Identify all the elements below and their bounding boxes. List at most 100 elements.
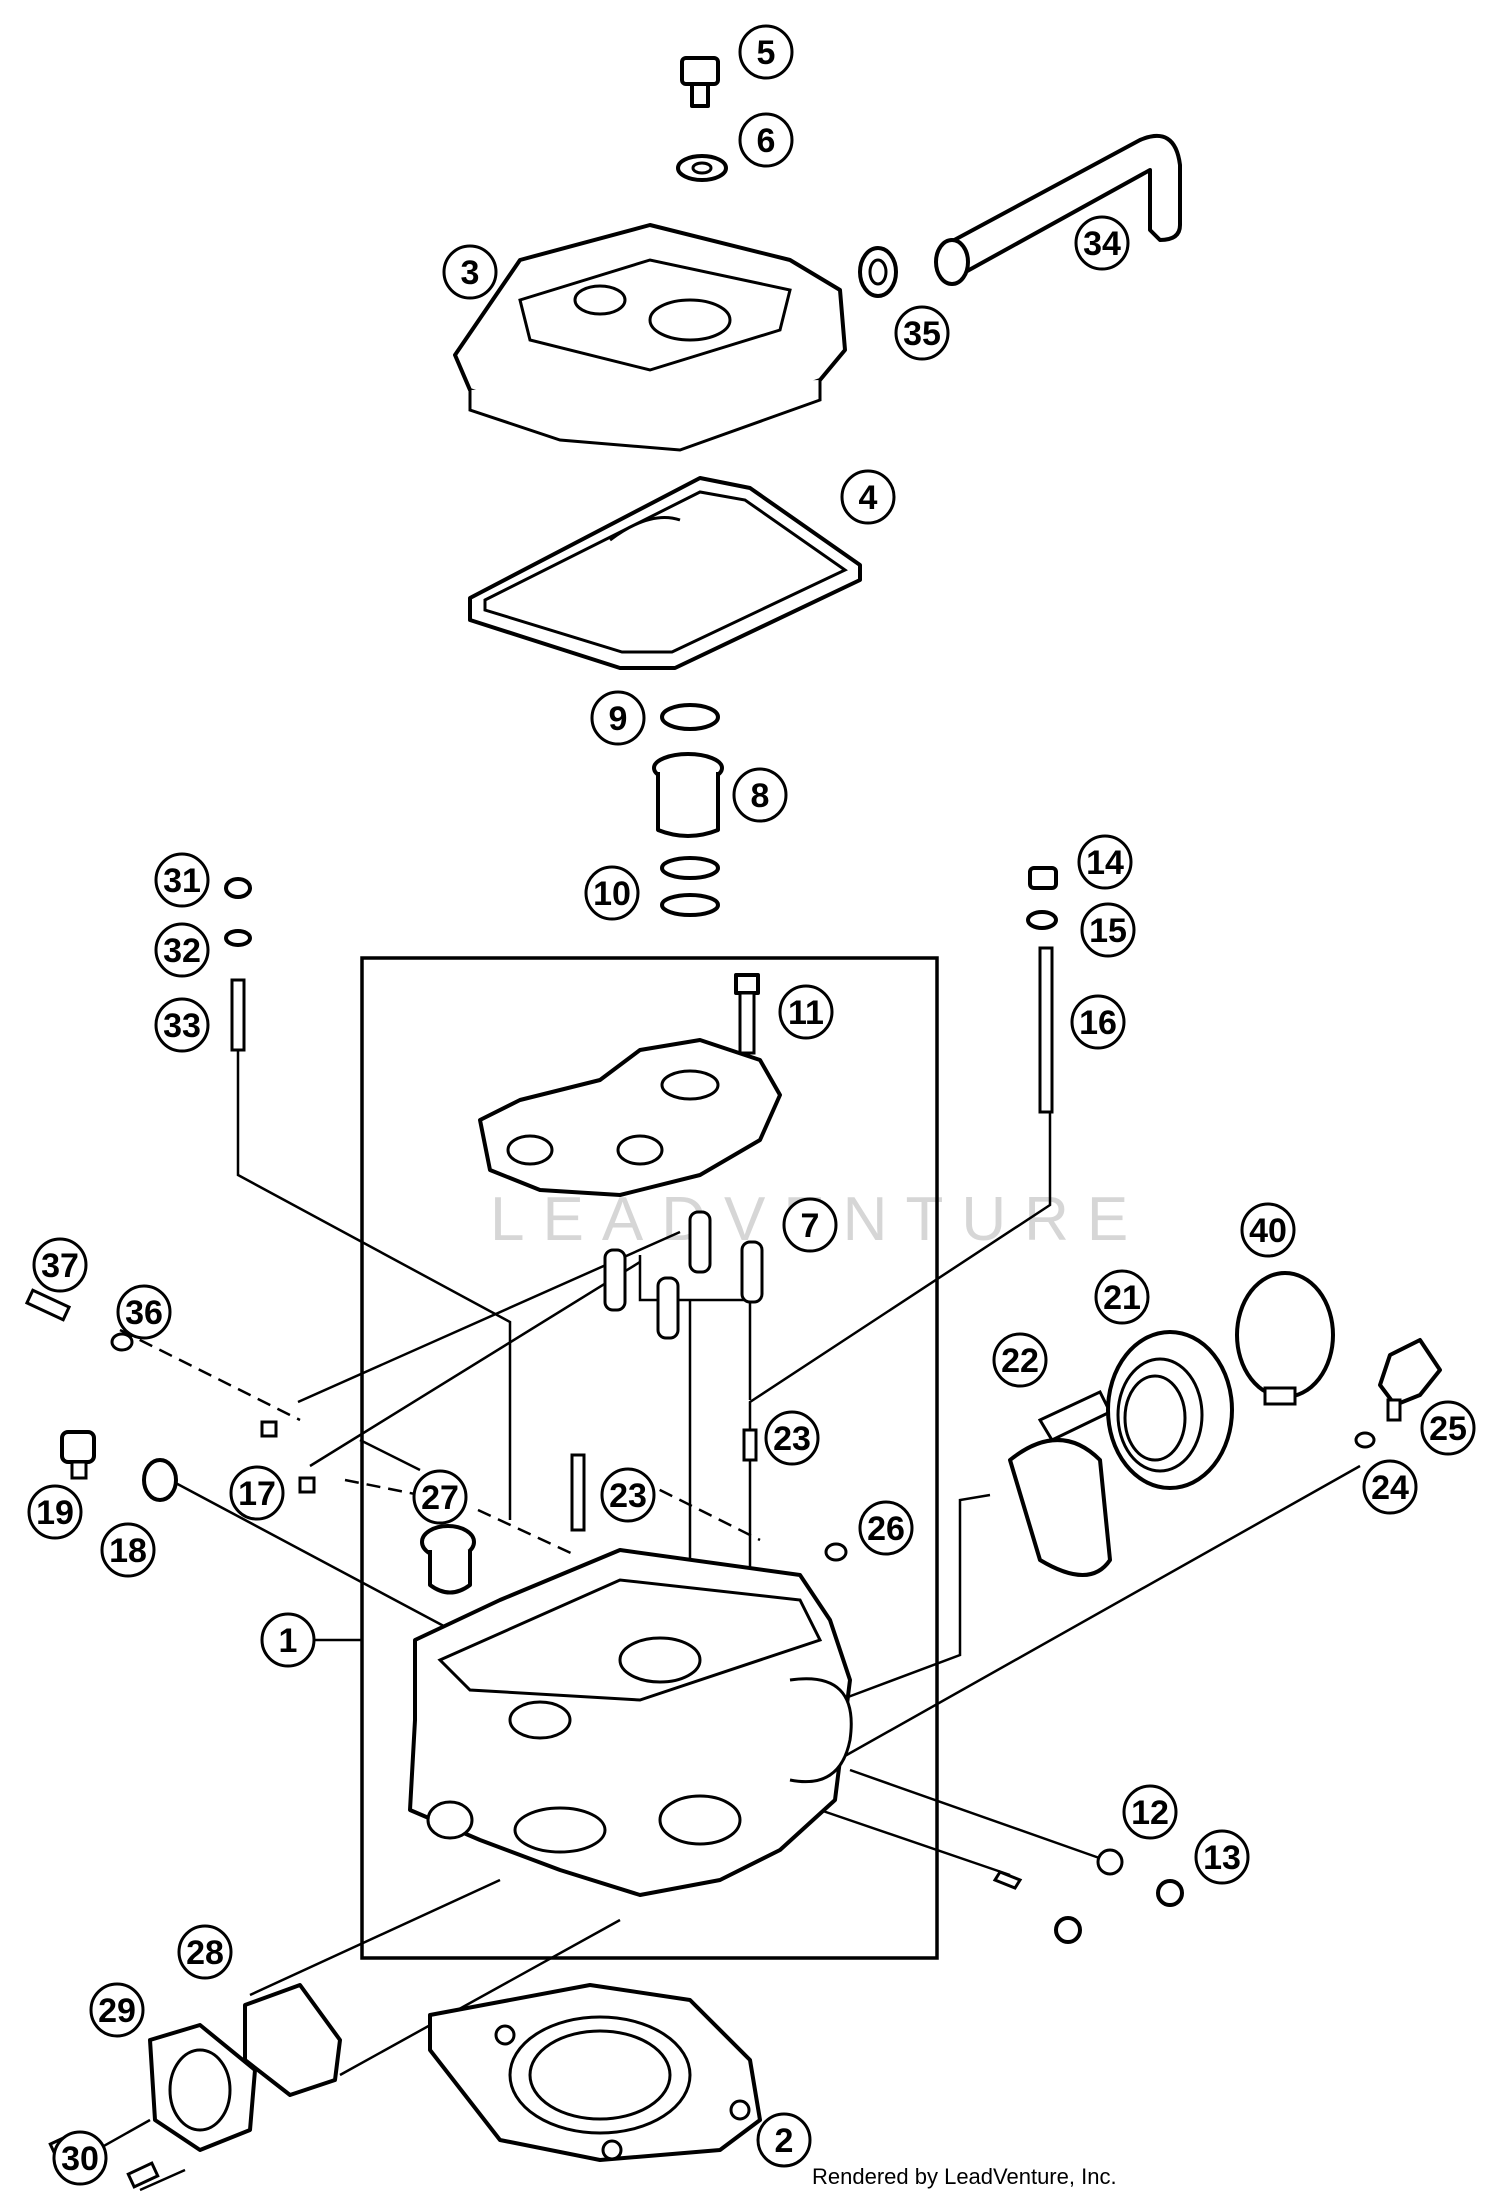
part-35-hose-clamp (858, 246, 898, 298)
part-30-screw-lower (126, 2161, 160, 2189)
svg-text:12: 12 (1131, 1794, 1169, 1832)
callout-4: 4 (840, 469, 896, 525)
part-26-plug (824, 1542, 848, 1562)
callout-21: 21 (1094, 1269, 1150, 1325)
part-33-stud (230, 978, 246, 1052)
part-dowel-pin-small (992, 1870, 1023, 1890)
svg-text:10: 10 (593, 875, 631, 913)
part-5-bolt (680, 56, 720, 108)
callout-11: 11 (778, 984, 834, 1040)
callout-29: 29 (89, 1982, 145, 2038)
part-18-seal-ring (142, 1458, 178, 1502)
callout-23-right: 23 (764, 1410, 820, 1466)
svg-text:8: 8 (751, 777, 770, 815)
svg-text:2: 2 (775, 2122, 794, 2160)
callout-12: 12 (1122, 1784, 1178, 1840)
part-32-washer (224, 929, 252, 947)
svg-text:19: 19 (36, 1494, 74, 1532)
part-28-intake-gasket (243, 1983, 342, 2097)
callout-9: 9 (590, 690, 646, 746)
svg-text:5: 5 (757, 34, 776, 72)
assembly-frame (360, 956, 939, 1960)
part-camshaft-bearing-bridge (478, 1038, 782, 1197)
svg-text:22: 22 (1001, 1342, 1039, 1380)
part-3-valve-cover (453, 223, 847, 452)
part-23-dowel-pin-center (570, 1453, 586, 1532)
svg-text:31: 31 (163, 862, 201, 900)
part-17-plug-upper (260, 1420, 278, 1438)
part-10-o-ring-top (660, 856, 720, 880)
svg-text:13: 13 (1203, 1839, 1241, 1877)
callout-24: 24 (1362, 1459, 1418, 1515)
part-16-stud (1038, 946, 1054, 1114)
svg-text:26: 26 (867, 1510, 905, 1548)
part-7-valve-guides (603, 1210, 764, 1340)
callout-13: 13 (1194, 1829, 1250, 1885)
svg-text:32: 32 (163, 932, 201, 970)
svg-text:9: 9 (609, 700, 628, 738)
svg-text:30: 30 (61, 2140, 99, 2178)
svg-text:25: 25 (1429, 1410, 1467, 1448)
part-31-nut (224, 877, 252, 899)
callout-5: 5 (738, 24, 794, 80)
svg-text:23: 23 (773, 1420, 811, 1458)
svg-text:1: 1 (279, 1622, 298, 1660)
callout-25: 25 (1420, 1400, 1476, 1456)
part-13-nut-lower (1054, 1916, 1082, 1944)
callout-33: 33 (154, 997, 210, 1053)
part-29-intake-flange (148, 2023, 257, 2152)
svg-text:6: 6 (757, 122, 776, 160)
callout-37: 37 (32, 1237, 88, 1293)
svg-text:14: 14 (1086, 844, 1124, 882)
callout-32: 32 (154, 922, 210, 978)
svg-text:29: 29 (98, 1992, 136, 2030)
callout-15: 15 (1080, 902, 1136, 958)
callout-31: 31 (154, 852, 210, 908)
callout-26: 26 (858, 1500, 914, 1556)
callout-40: 40 (1240, 1202, 1296, 1258)
part-27-temperature-sensor (420, 1524, 476, 1595)
svg-text:27: 27 (421, 1479, 459, 1517)
callout-16: 16 (1070, 994, 1126, 1050)
part-2-cylinder-head-gasket (428, 1983, 762, 2162)
part-15-washer (1026, 910, 1058, 930)
svg-text:17: 17 (238, 1475, 276, 1513)
svg-text:37: 37 (41, 1247, 79, 1285)
part-14-nut (1028, 866, 1058, 890)
svg-text:33: 33 (163, 1007, 201, 1045)
svg-text:28: 28 (186, 1934, 224, 1972)
svg-text:15: 15 (1089, 912, 1127, 950)
part-25-sensor (1378, 1338, 1442, 1422)
svg-text:40: 40 (1249, 1212, 1287, 1250)
part-11-bolt (734, 973, 760, 1055)
part-22-hose-clamp (1008, 1390, 1113, 1577)
svg-text:3: 3 (461, 254, 480, 292)
callout-22: 22 (992, 1332, 1048, 1388)
callout-3: 3 (442, 244, 498, 300)
callout-14: 14 (1077, 834, 1133, 890)
part-13-nut-upper (1156, 1879, 1184, 1907)
svg-text:24: 24 (1371, 1469, 1409, 1507)
part-12-plug (1096, 1848, 1124, 1876)
callout-18: 18 (100, 1522, 156, 1578)
part-37-screw (24, 1288, 72, 1322)
svg-text:11: 11 (788, 994, 824, 1032)
callout-36: 36 (116, 1284, 172, 1340)
callout-34: 34 (1074, 215, 1130, 271)
part-34-breather-hose (934, 134, 1182, 286)
part-10-o-ring-bottom (660, 893, 720, 917)
callout-30: 30 (52, 2130, 108, 2186)
svg-text:36: 36 (125, 1294, 163, 1332)
callout-19: 19 (27, 1484, 83, 1540)
part-36-washer (110, 1332, 134, 1352)
svg-text:4: 4 (859, 479, 878, 517)
part-19-screw-plug (60, 1430, 96, 1480)
callout-1: 1 (260, 1612, 316, 1668)
callout-7: 7 (782, 1197, 838, 1253)
part-4-cover-gasket (468, 476, 862, 670)
callout-23-center: 23 (600, 1467, 656, 1523)
callout-17: 17 (229, 1465, 285, 1521)
part-17-plug-lower (298, 1476, 316, 1494)
svg-text:35: 35 (903, 315, 941, 353)
